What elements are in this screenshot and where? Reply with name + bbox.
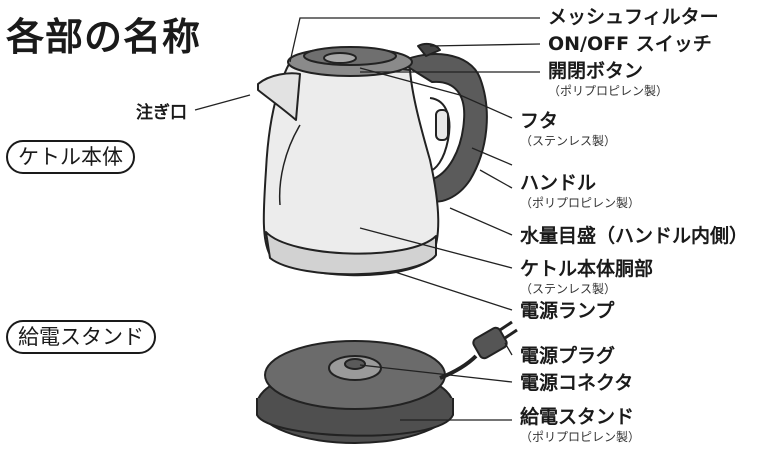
sublabel-power-base: （ポリプロピレン製） (520, 430, 641, 444)
label-open-button: 開閉ボタン (548, 60, 644, 82)
label-handle: ハンドル (520, 172, 597, 194)
sublabel-kettle-body: （ステンレス製） (520, 282, 617, 296)
section-power-base: 給電スタンド (6, 320, 156, 354)
label-power-base: 給電スタンド (520, 406, 635, 428)
label-power-connector: 電源コネクタ (520, 372, 634, 394)
label-on-off-switch: ON/OFF スイッチ (548, 33, 712, 55)
power-base-illustration (256, 320, 518, 444)
label-spout: 注ぎ口 (136, 103, 187, 123)
label-mesh-filter: メッシュフィルター (548, 6, 719, 28)
plug-shape (472, 326, 508, 360)
spout-shape (257, 72, 301, 121)
handle-shape (399, 53, 488, 203)
page-title: 各部の名称 (6, 15, 202, 59)
sublabel-lid: （ステンレス製） (520, 134, 617, 148)
label-water-gauge: 水量目盛（ハンドル内側） (520, 225, 749, 247)
label-power-lamp: 電源ランプ (520, 300, 615, 322)
sublabel-handle: （ポリプロピレン製） (520, 196, 641, 210)
label-lid: フタ (520, 110, 559, 132)
connector-shape (344, 358, 366, 370)
kettle-illustration (257, 42, 488, 277)
label-power-plug: 電源プラグ (520, 345, 616, 367)
sublabel-open-button: （ポリプロピレン製） (548, 84, 669, 98)
label-kettle-body: ケトル本体胴部 (520, 258, 654, 280)
leader-lines (194, 17, 541, 421)
section-kettle-body: ケトル本体 (6, 140, 135, 174)
